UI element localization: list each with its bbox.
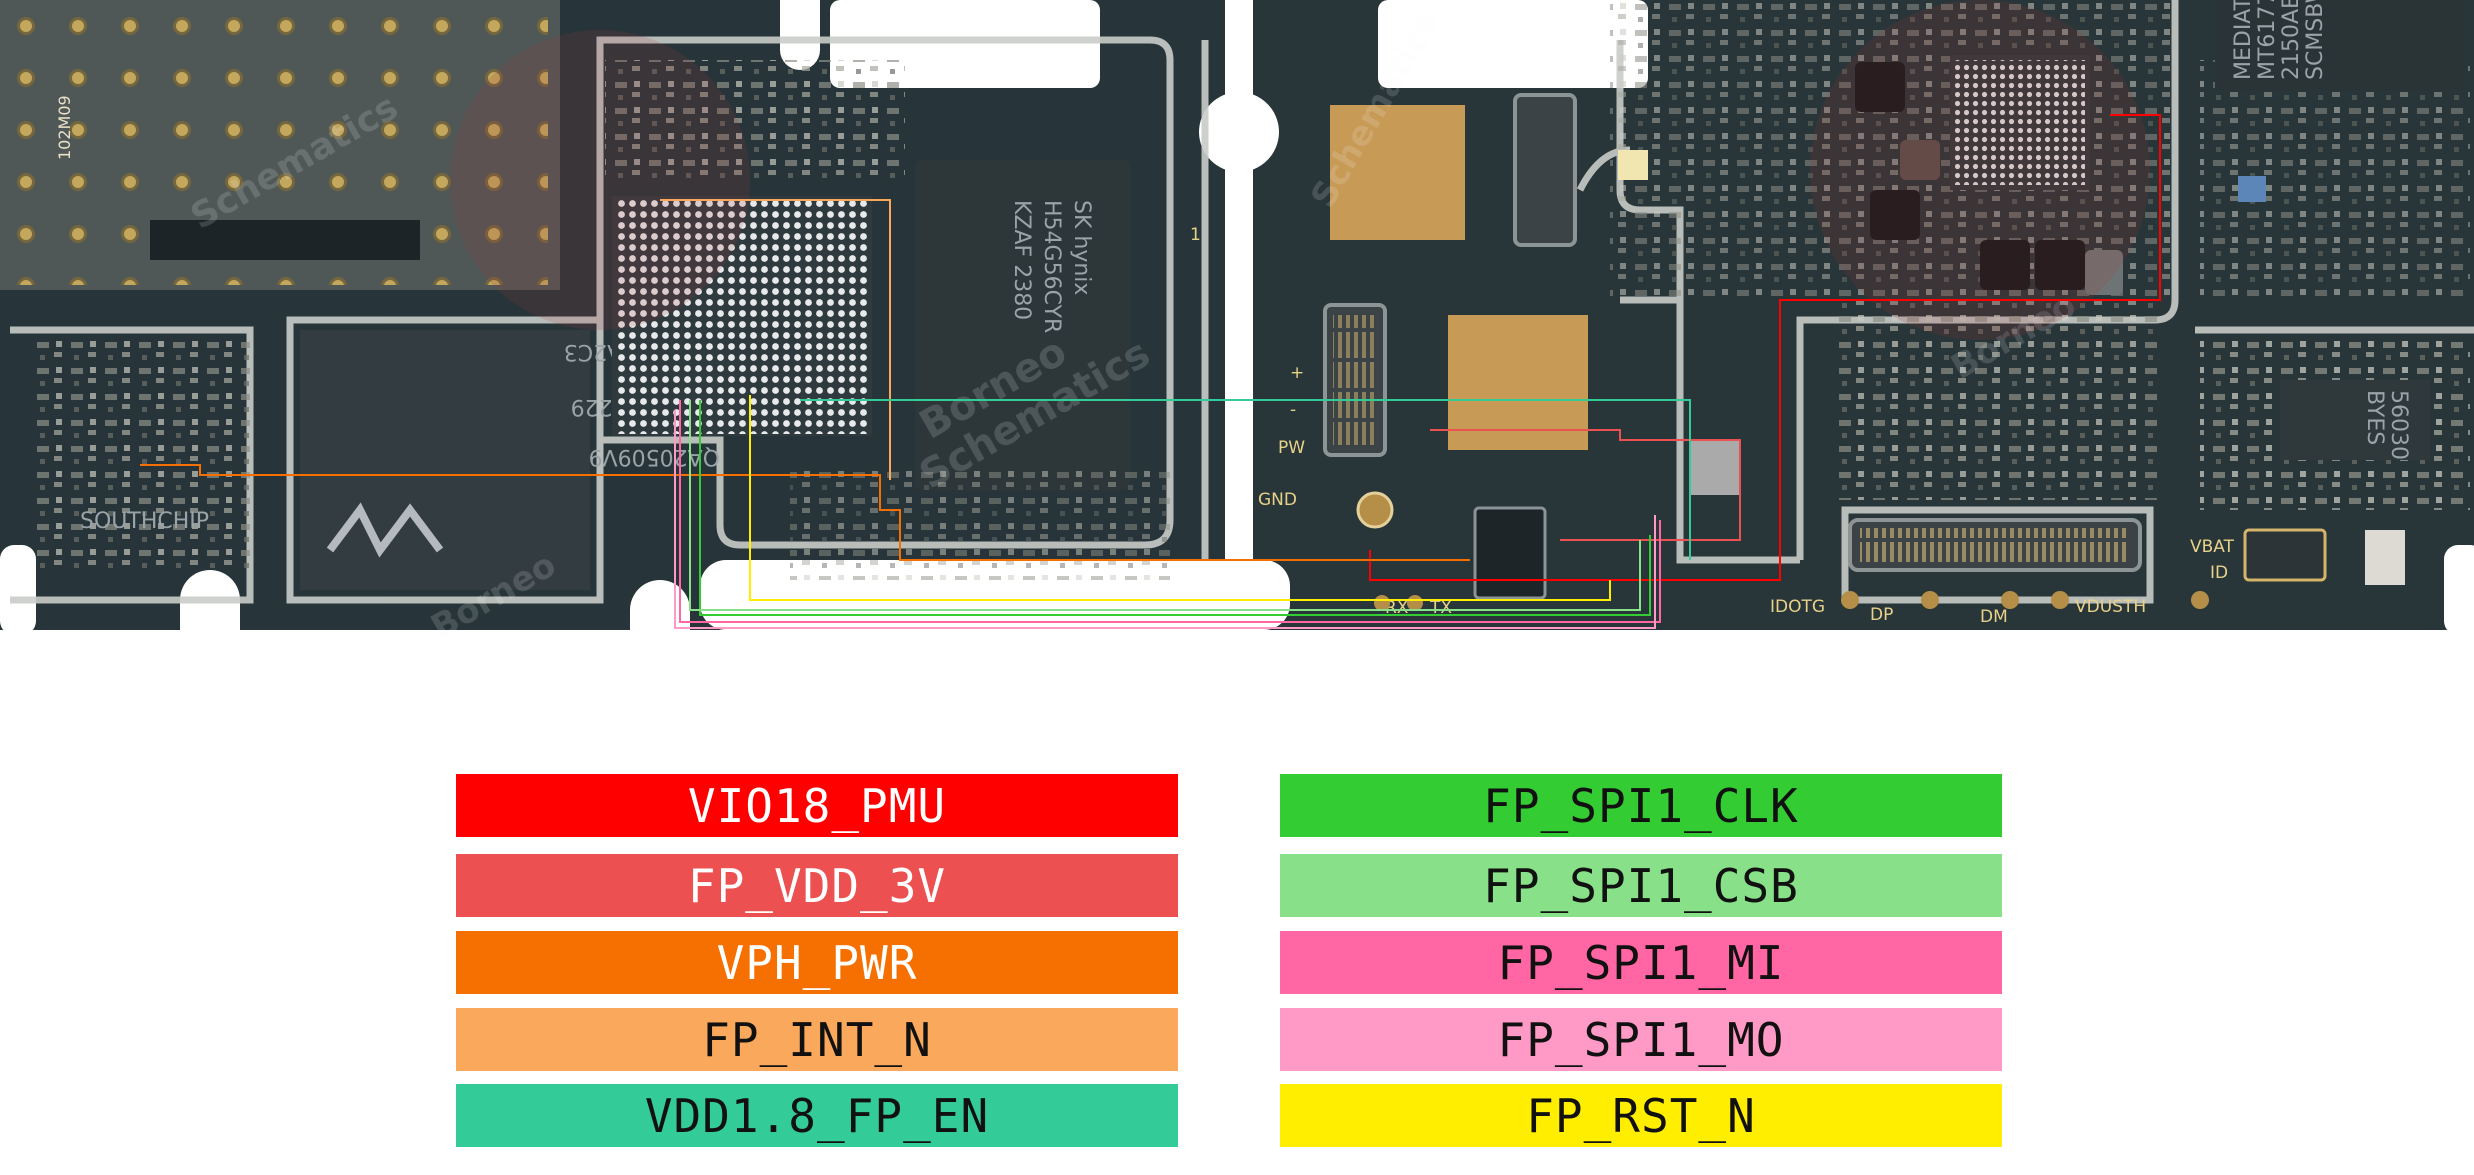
gap-notch-top [1199, 92, 1279, 172]
svg-text:56030: 56030 [2386, 390, 2411, 460]
trace-vio18-pmu [1369, 114, 2161, 581]
legend-label: VDD1.8_FP_EN [644, 1088, 990, 1143]
soc-bga-balls [615, 199, 870, 434]
tp-label-gnd: GND [1258, 490, 1297, 510]
svg-text:SK hynix: SK hynix [1069, 200, 1094, 295]
legend-label: FP_RST_N [1526, 1088, 1756, 1143]
legend-item-fp-spi1-csb: FP_SPI1_CSB [1280, 854, 2002, 917]
legend-label: FP_SPI1_MO [1497, 1012, 1785, 1067]
fpc-connector-vertical-pins [1333, 315, 1377, 445]
board-lower-edge [0, 630, 2474, 640]
component-cluster-b [605, 60, 905, 180]
cutout-top-right [1378, 0, 1648, 88]
legend-label: FP_VDD_3V [687, 858, 947, 913]
memory-chip-left [300, 330, 590, 590]
pad-label-vbat: VBAT [2190, 537, 2235, 557]
svg-text:MT6177M: MT6177M [2255, 0, 2280, 80]
chip-bottom-right-print: 56030 BYES [2362, 390, 2411, 460]
svg-text:KZAF 2380: KZAF 2380 [1009, 200, 1034, 320]
tp-label-rx: RX [1385, 598, 1409, 618]
component-cluster-a [30, 340, 250, 570]
shield-box [1690, 440, 1740, 495]
marking-102M09: 102M09 [55, 95, 74, 160]
tp-circle-pad [1356, 491, 1394, 529]
tp-label-pw: PW [1278, 438, 1305, 458]
net-traces [140, 114, 2161, 629]
svg-text:MEDIATEK: MEDIATEK [2231, 0, 2256, 80]
fp-connector [1473, 506, 1547, 600]
memory-chip-skhynix [915, 160, 1130, 490]
legend-label: FP_SPI1_MI [1497, 935, 1785, 990]
fpc-connector-upper [1513, 93, 1577, 247]
memory-chip-skhynix-print: SK hynix H54G56CYR KZAF 2380 [1009, 200, 1094, 333]
blue-component [2238, 176, 2266, 202]
pad-label-id: ID [2210, 563, 2228, 583]
led-pad [1618, 150, 1648, 180]
legend-item-vph-pwr: VPH_PWR [456, 931, 1178, 994]
gold-pad-upper [1330, 105, 1465, 240]
legend-item-vio18-pmu: VIO18_PMU [456, 774, 1178, 837]
trace-fp-rst-n [749, 395, 1611, 601]
legend-item-fp-int-n: FP_INT_N [456, 1008, 1178, 1071]
legend-label: FP_SPI1_CLK [1483, 778, 1799, 833]
pcb-board-figure: 102M09 YMEC7A21B2A2C3 AAA 2229 QA20509V9… [0, 0, 2474, 640]
legend-item-fp-rst-n: FP_RST_N [1280, 1084, 2002, 1147]
legend-label: VPH_PWR [716, 935, 918, 990]
cutout-bottom-right [2444, 545, 2474, 635]
svg-text:SCMSBWRC: SCMSBWRC [2303, 0, 2328, 80]
component-cluster-g [790, 470, 1170, 580]
watermark-logo-right [1810, 0, 2150, 340]
trace-fp-spi1-csb [689, 400, 1641, 611]
pad-label-dp: DP [1870, 605, 1893, 625]
pad-label-vdusth: VDUSTH [2075, 597, 2146, 617]
watermark-logo-left [450, 30, 750, 330]
cutout-bottom-left [0, 545, 36, 635]
trace-fp-spi1-mi [679, 400, 1661, 623]
svg-text:H54G56CYR: H54G56CYR [1039, 200, 1064, 333]
chip-bottom-right [2280, 380, 2430, 460]
cutout-middle-gap [1225, 0, 1253, 560]
trace-vdd18-fp-en [800, 399, 1691, 560]
pad-label-dm: DM [1980, 607, 2008, 627]
tp-label-minus: - [1290, 400, 1296, 420]
memory-chip-left-logo [326, 502, 444, 558]
tp-label-tx: TX [1429, 598, 1452, 618]
legend-item-fp-vdd-3v: FP_VDD_3V [456, 854, 1178, 917]
small-connector-right [2365, 530, 2405, 585]
trace-fp-spi1-clk [699, 400, 1651, 616]
legend-label: FP_SPI1_CSB [1483, 858, 1799, 913]
trace-fp-int-n [660, 199, 891, 480]
legend-item-fp-spi1-mo: FP_SPI1_MO [1280, 1008, 2002, 1071]
battery-connector [2243, 528, 2327, 582]
pad-label-idotg: IDOTG [1770, 597, 1825, 617]
sim-tray-slot [150, 220, 420, 260]
component-cluster-d [1830, 300, 2160, 500]
legend-label: VIO18_PMU [687, 778, 947, 833]
tp-label-plus: + [1290, 363, 1304, 383]
btb-connector-bottom-pins [1860, 528, 2130, 562]
legend-item-fp-spi1-clk: FP_SPI1_CLK [1280, 774, 2002, 837]
trace-fp-vdd-3v [1430, 429, 1741, 541]
mediatek-chip [2215, 0, 2465, 90]
mediatek-chip-print: MEDIATEK MT6177M 2150AEFH SCMSBWRC [2231, 0, 2328, 80]
trace-vph-pwr [140, 464, 1470, 561]
trace-fp-spi1-mo [674, 410, 1656, 629]
svg-text:BYES: BYES [2362, 390, 2387, 445]
gold-pad-lower [1448, 315, 1588, 450]
legend-label: FP_INT_N [702, 1012, 932, 1067]
marking-one: 1 [1190, 225, 1201, 245]
svg-text:QA20509V9: QA20509V9 [589, 444, 720, 469]
inductor-cluster [1855, 62, 2123, 295]
bga-chip-right-balls [1955, 60, 2085, 185]
legend-item-vdd1-8-fp-en: VDD1.8_FP_EN [456, 1084, 1178, 1147]
svg-text:2150AEFH: 2150AEFH [2279, 0, 2304, 80]
southchip-print: SOUTHCHIP [80, 509, 209, 534]
legend-item-fp-spi1-mi: FP_SPI1_MI [1280, 931, 2002, 994]
